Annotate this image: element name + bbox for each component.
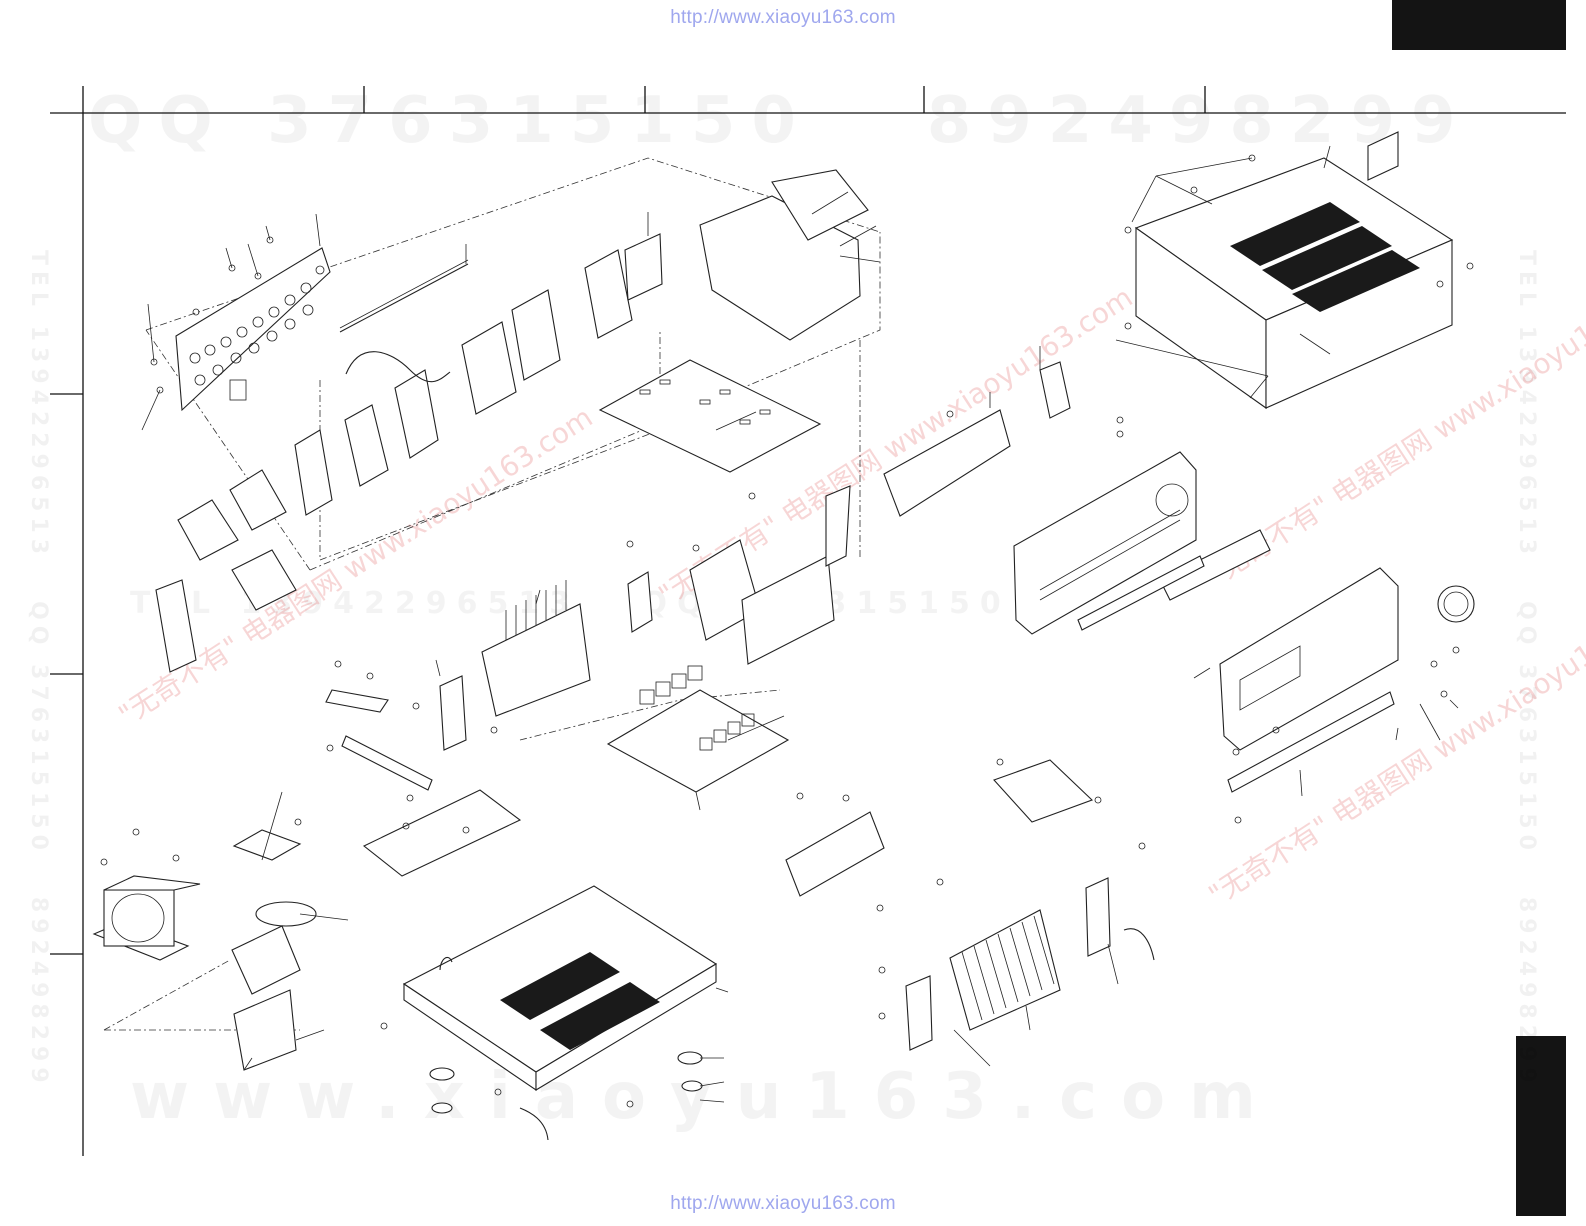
section-side-tab [1516, 1036, 1566, 1216]
bottom-chassis [362, 789, 718, 1114]
rod-part [339, 259, 469, 333]
source-url-top[interactable]: http://www.xiaoyu163.com [670, 7, 896, 28]
screws [100, 154, 1474, 1108]
heatsink-right [905, 877, 1111, 1051]
callout-leaders [141, 145, 1459, 1103]
pcb-stack-upper [294, 169, 869, 516]
pcb-stack-left [155, 469, 297, 673]
brackets-center [325, 485, 851, 791]
top-cover [1134, 131, 1454, 410]
watermark-middle-band: TEL 13942296513 QQ 376315150 [130, 586, 1011, 621]
power-transformer [92, 875, 201, 961]
amplifier-board [606, 665, 790, 793]
heatsink-center [481, 580, 591, 717]
watermark-bottom-band: www.xiaoyu163.com [130, 1060, 1280, 1134]
display-board [883, 361, 1271, 631]
rear-panel [175, 247, 331, 412]
source-url-bottom[interactable]: http://www.xiaoyu163.com [670, 1193, 896, 1214]
front-chassis [1013, 451, 1197, 635]
front-panel [1219, 567, 1475, 793]
watermark-right-side: TEL 13942296513 QQ 376315150 892498299 [1514, 250, 1539, 1089]
watermark-left-side: TEL 13942296513 QQ 376315150 892498299 [26, 250, 51, 1089]
sub-board-bottom [785, 759, 1094, 897]
wire-harness [345, 351, 1155, 1141]
page-corner-tab [1392, 0, 1566, 50]
fan-assembly [231, 829, 317, 1071]
base-plate-upper [598, 359, 822, 473]
sheet-grid-frame [50, 86, 1566, 1156]
watermark-top-band: QQ 376315150 892498299 [88, 84, 1472, 158]
